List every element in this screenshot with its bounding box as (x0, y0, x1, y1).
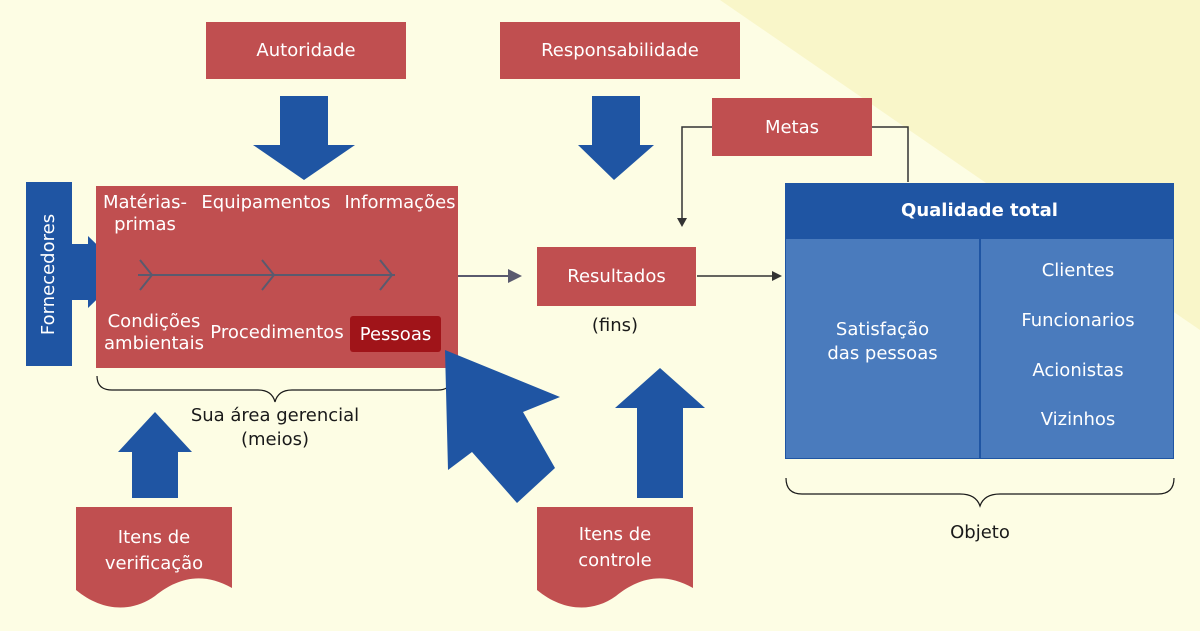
materias-line1: Matérias- (103, 192, 187, 213)
fishbone-chevron-3 (379, 259, 394, 291)
fishbone-chevron-1 (139, 259, 154, 291)
fins-label: (fins) (591, 315, 639, 336)
metas-to-resultados-line (681, 126, 712, 220)
stakeholders-panel: Clientes Funcionarios Acionistas Vizinho… (980, 238, 1174, 459)
sua-area-line2: (meios) (240, 429, 310, 450)
itens-controle-line1: Itens de (578, 524, 652, 545)
qualidade-total-header: Qualidade total (785, 183, 1174, 238)
itens-verificacao-document (76, 507, 232, 608)
stakeholder-acionistas: Acionistas (1032, 360, 1124, 381)
sua-area-brace (96, 375, 453, 403)
sua-area-label: Sua área gerencial (meios) (180, 404, 370, 452)
procedimentos-label: Procedimentos (210, 322, 344, 343)
background-diagonal-band (0, 0, 1200, 330)
itens-verificacao-label: Itens de verificação (76, 525, 232, 577)
qualidade-total-title: Qualidade total (901, 200, 1058, 221)
itens-controle-label: Itens de controle (537, 522, 693, 574)
itens-verificacao-line1: Itens de (117, 527, 191, 548)
metas-box: Metas (712, 98, 872, 156)
autoridade-box: Autoridade (206, 22, 406, 79)
pessoas-box: Pessoas (350, 316, 441, 352)
materias-line2: primas (114, 214, 176, 235)
fornecedores-box: Fornecedores (26, 182, 72, 366)
resultados-label: Resultados (567, 266, 666, 287)
verificacao-up-arrow (118, 412, 192, 498)
sua-area-line1: Sua área gerencial (190, 405, 360, 426)
controle-up-arrow (615, 368, 705, 498)
autoridade-label: Autoridade (256, 40, 356, 61)
responsabilidade-label: Responsabilidade (541, 40, 699, 61)
satisfacao-panel: Satisfação das pessoas (785, 238, 980, 459)
fornecedores-label: Fornecedores (38, 213, 60, 335)
fishbone-chevron-2 (261, 259, 276, 291)
materias-primas-label: Matérias- primas (100, 192, 190, 236)
objeto-brace (785, 477, 1175, 508)
stakeholder-vizinhos: Vizinhos (1040, 409, 1116, 430)
controle-diagonal-arrow (445, 350, 560, 503)
satisfacao-line1: Satisfação (835, 318, 930, 340)
itens-controle-document (537, 507, 693, 608)
objeto-label: Objeto (950, 522, 1010, 543)
autoridade-down-arrow (253, 96, 355, 180)
condicoes-line2: ambientais (104, 333, 204, 354)
resultados-to-qualidade-arrowhead (772, 271, 782, 281)
condicoes-ambientais-label: Condições ambientais (100, 311, 208, 355)
equipamentos-label: Equipamentos (201, 192, 331, 213)
satisfacao-line2: das pessoas (827, 342, 938, 364)
responsabilidade-down-arrow (578, 96, 654, 180)
metas-line-arrowhead (677, 218, 687, 227)
metas-to-qualidade-line (872, 126, 909, 182)
itens-verificacao-line2: verificação (104, 553, 204, 574)
area-to-resultados-arrowhead (508, 269, 522, 283)
informacoes-label: Informações (344, 192, 456, 213)
responsabilidade-box: Responsabilidade (500, 22, 740, 79)
resultados-box: Resultados (537, 247, 696, 306)
condicoes-line1: Condições (107, 311, 201, 332)
satisfacao-label: Satisfação das pessoas (827, 318, 937, 366)
pessoas-label: Pessoas (359, 323, 432, 345)
itens-controle-line2: controle (578, 550, 652, 571)
stakeholder-funcionarios: Funcionarios (1021, 310, 1135, 331)
stakeholder-clientes: Clientes (1041, 260, 1115, 281)
metas-label: Metas (764, 116, 820, 138)
